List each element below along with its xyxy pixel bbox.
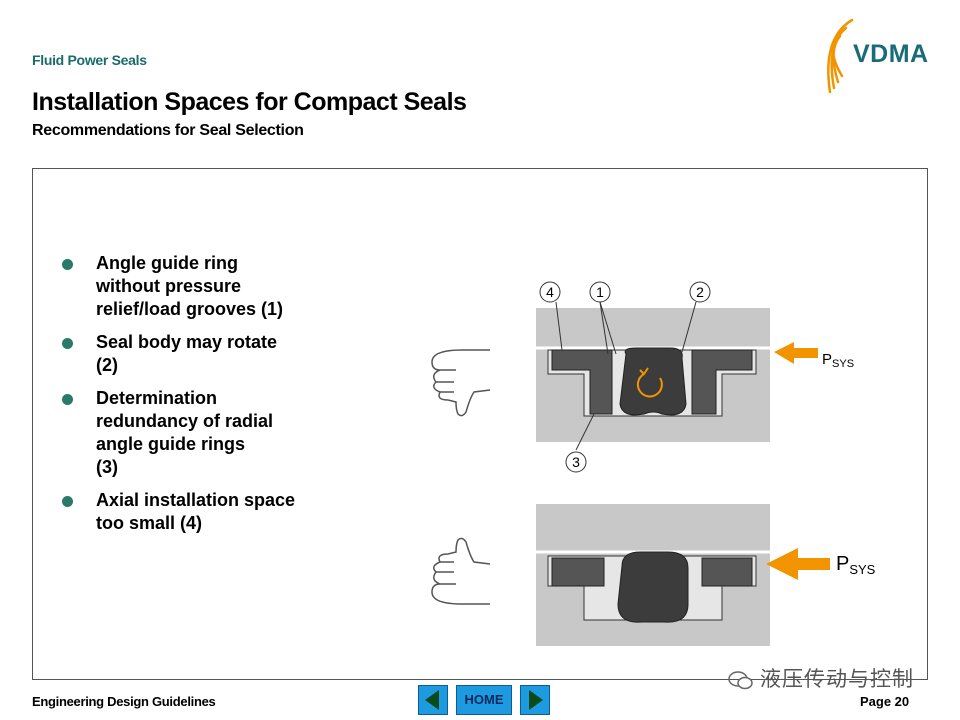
bullet-item: Axial installation space too small (4) <box>62 489 362 535</box>
callout-label: 3 <box>572 454 580 470</box>
bullet-line: Seal body may rotate <box>96 332 278 352</box>
footer-title: Engineering Design Guidelines <box>32 694 216 709</box>
bullet-line: relief/load grooves (1) <box>96 299 284 319</box>
thumbs-up-icon <box>431 537 491 605</box>
guide-ring-right <box>691 349 753 415</box>
bullet-line: Angle guide ring <box>96 253 238 273</box>
callouts <box>539 281 711 473</box>
bullet-item: Angle guide ring without pressure relief… <box>62 252 362 321</box>
housing <box>536 308 770 442</box>
thumbs-down-icon <box>431 349 491 417</box>
chat-icon <box>728 671 753 690</box>
logo-text: VDMA <box>853 40 929 68</box>
guide-rings <box>551 557 753 587</box>
section-title: Fluid Power Seals <box>32 52 147 68</box>
callout-label: 4 <box>546 284 554 300</box>
bullet-line: too small (4) <box>96 513 203 533</box>
page-title: Installation Spaces for Compact Seals <box>32 88 467 116</box>
arrow-right-icon <box>529 690 543 710</box>
bullet-dot <box>62 394 73 405</box>
home-button[interactable]: HOME <box>456 685 512 715</box>
bullet-line: without pressure <box>96 276 242 296</box>
arrow-left-icon <box>425 690 439 710</box>
bullet-line: Determination <box>96 388 218 408</box>
pressure-label: PSYS <box>822 351 854 370</box>
bullet-line: (3) <box>96 457 118 477</box>
watermark-text: 液压传动与控制 <box>760 667 914 691</box>
rotation-arrow-icon <box>636 367 663 398</box>
bullet-dot <box>62 496 73 507</box>
seal-body <box>619 347 687 416</box>
page-subtitle: Recommendations for Seal Selection <box>32 122 304 139</box>
bullet-line: (2) <box>96 355 118 375</box>
bullet-line: redundancy of radial <box>96 411 274 431</box>
bullet-item: Seal body may rotate (2) <box>62 331 362 377</box>
content-frame <box>32 168 928 680</box>
page-number: Page 20 <box>860 694 910 709</box>
prev-button[interactable] <box>418 685 448 715</box>
bullet-dot <box>62 259 73 270</box>
seal-diagram-incorrect: 4 1 2 3 PSYS <box>431 281 854 473</box>
next-button[interactable] <box>520 685 550 715</box>
callout-label: 2 <box>696 284 704 300</box>
vdma-logo <box>827 18 854 94</box>
seal-diagram-correct: PSYS <box>431 504 876 646</box>
seal-body <box>617 551 689 623</box>
pressure-arrow-icon <box>766 548 830 580</box>
bullet-item: Determination redundancy of radial angle… <box>62 387 362 479</box>
pressure-arrow-icon <box>774 342 818 364</box>
pressure-label: PSYS <box>836 553 876 577</box>
bullet-line: Axial installation space <box>96 490 296 510</box>
bullet-list: Angle guide ring without pressure relief… <box>62 252 362 545</box>
callout-label: 1 <box>596 284 604 300</box>
bullet-line: angle guide rings <box>96 434 246 454</box>
guide-ring-left <box>551 349 613 415</box>
bullet-dot <box>62 338 73 349</box>
